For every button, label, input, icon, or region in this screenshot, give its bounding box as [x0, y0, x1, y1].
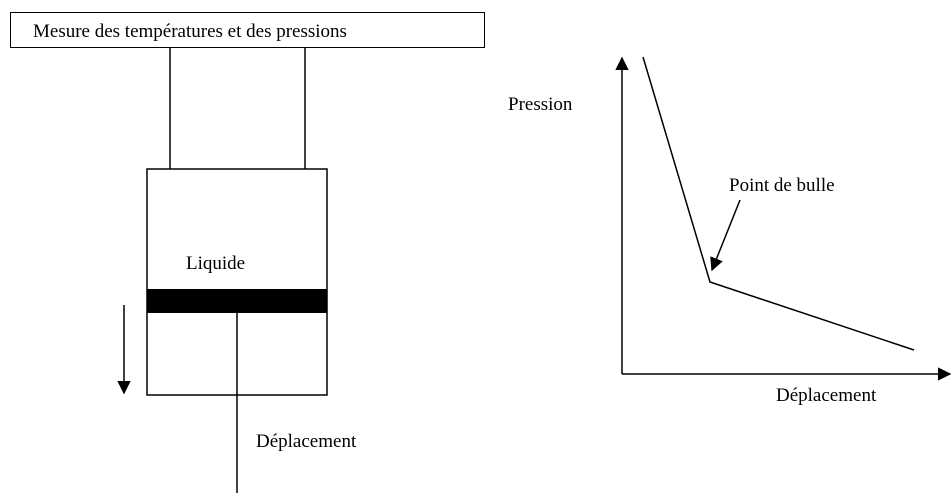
liquid-label: Liquide — [186, 253, 246, 274]
measurement-box-label: Mesure des températures et des pressions — [33, 21, 347, 42]
bubble-point-arrow — [710, 199, 741, 272]
pressure-curve — [642, 56, 915, 351]
y-axis-label: Pression — [508, 94, 573, 115]
x-axis-label: Déplacement — [776, 385, 877, 406]
piston — [147, 289, 327, 313]
bubble-point-label: Point de bulle — [729, 175, 835, 196]
displacement-label-left: Déplacement — [256, 431, 357, 452]
measurement-box: Mesure des températures et des pressions — [10, 12, 485, 48]
